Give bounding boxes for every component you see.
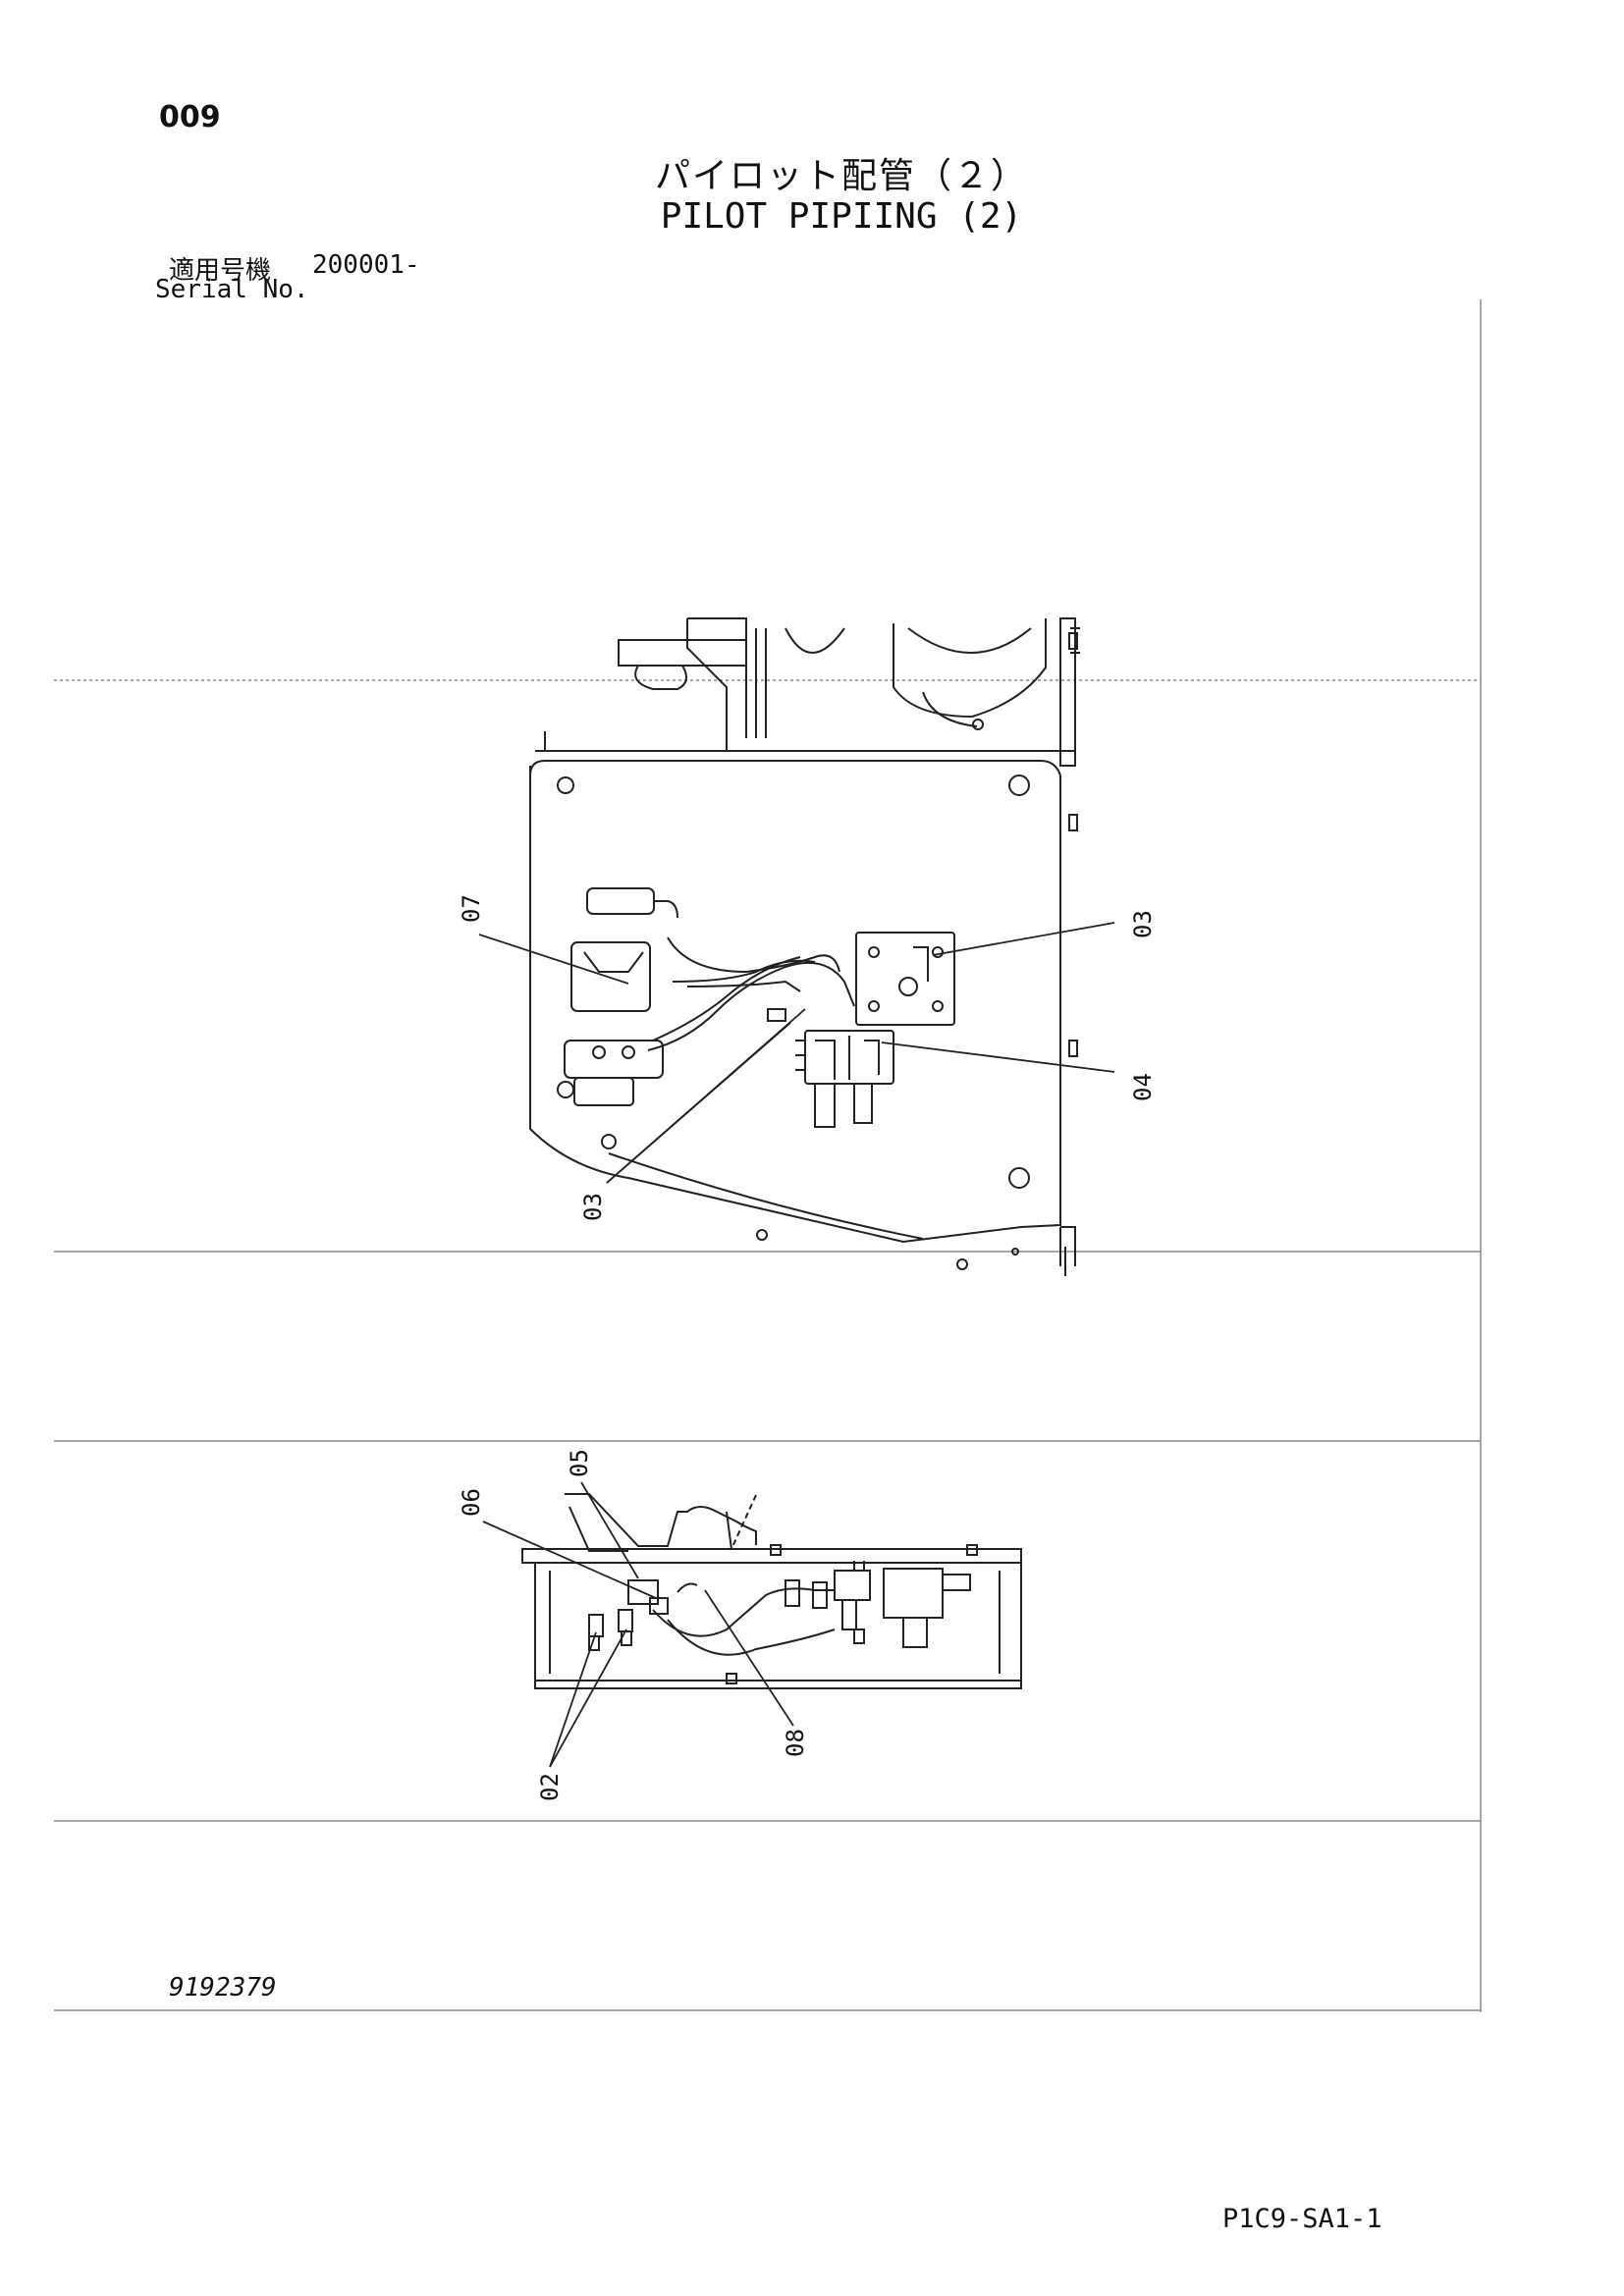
callout-04: 04 bbox=[1129, 1073, 1157, 1101]
callout-08: 08 bbox=[782, 1729, 809, 1757]
top-view-drawing bbox=[529, 617, 1080, 1276]
callout-leaders-bottom bbox=[482, 1481, 794, 1768]
callout-02: 02 bbox=[536, 1773, 564, 1801]
callout-labels-bottom: 06 05 08 02 bbox=[458, 1449, 809, 1801]
callout-05: 05 bbox=[566, 1449, 593, 1477]
drawing-number: 9192379 bbox=[169, 1973, 277, 2002]
callout-labels-top: 07 03 04 03 bbox=[458, 894, 1157, 1221]
callout-06: 06 bbox=[458, 1488, 485, 1517]
frame-lines bbox=[54, 299, 1482, 2012]
serial-label-japanese: 適用号機 bbox=[169, 256, 272, 286]
callout-03-left: 03 bbox=[579, 1193, 607, 1221]
side-view-drawing bbox=[521, 1493, 1022, 1689]
callout-07: 07 bbox=[458, 894, 485, 923]
page-title-japanese: パイロット配管（２） bbox=[654, 156, 1028, 196]
page-code: P1C9-SA1-1 bbox=[1222, 2204, 1382, 2234]
callout-03-right: 03 bbox=[1129, 910, 1157, 938]
serial-range: 200001- bbox=[312, 250, 420, 280]
page-title-english: PILOT PIPIING (2) bbox=[660, 196, 1023, 237]
page-number: 009 bbox=[159, 100, 221, 134]
callout-leaders-top bbox=[478, 922, 1115, 1184]
serial-label-english: Serial No. bbox=[155, 275, 309, 304]
